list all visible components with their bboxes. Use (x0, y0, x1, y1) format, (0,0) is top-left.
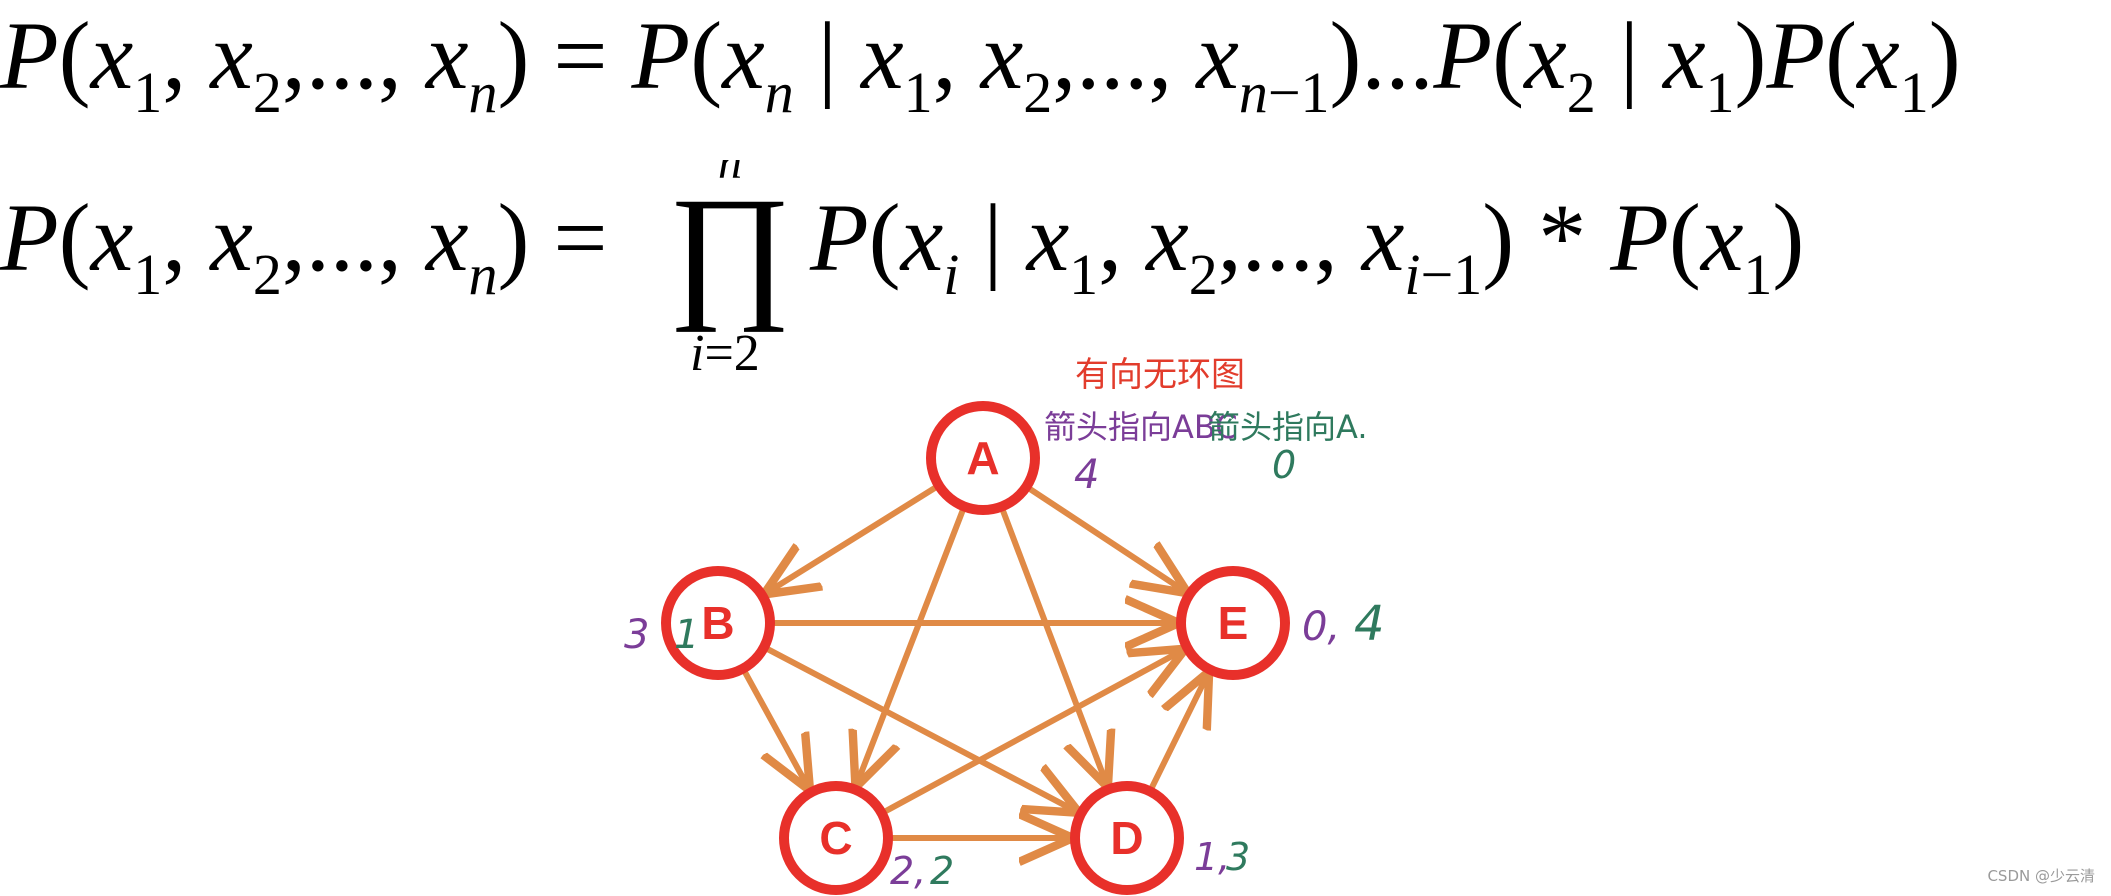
edges-layer (741, 484, 1207, 838)
node-c-in-count: 2, (890, 849, 926, 893)
node-c-out-count: 2 (930, 849, 954, 893)
edge-a-c (858, 507, 966, 782)
node-d-label: D (1110, 812, 1143, 864)
product-upper-limit: n (718, 160, 742, 189)
nodes-layer: A B C D E (661, 401, 1290, 895)
node-b-label: B (701, 597, 734, 649)
node-c-label: C (819, 812, 852, 864)
node-e-in-count: 0, (1302, 604, 1340, 650)
annotation-outgoing-label: 箭头指向A. (1208, 408, 1368, 446)
node-d-in-count: 1, (1194, 835, 1230, 879)
node-a-in-count: 4 (1074, 452, 1099, 498)
node-b-out-count: 1 (674, 612, 699, 658)
node-d-out-count: 3 (1226, 835, 1250, 879)
dag-title-annotation: 有向无环图 (1075, 355, 1245, 395)
edge-d-e (1148, 677, 1207, 791)
edge-a-e (1026, 485, 1183, 590)
node-b: B (661, 566, 775, 680)
edge-c-e (882, 652, 1180, 815)
node-c-circle (779, 781, 893, 895)
svg-text:P(xi | x1, x2,..., xi−1) * P(x: P(xi | x1, x2,..., xi−1) * P(x1) (809, 184, 1804, 307)
node-e-out-count: 4 (1354, 596, 1385, 652)
product-lower-limit: i=2 (690, 325, 760, 382)
node-c: C (779, 781, 893, 895)
edge-a-b (769, 484, 939, 592)
svg-text:P(x1, x2,..., xn) =: P(x1, x2,..., xn) = (0, 184, 608, 307)
edge-a-d (999, 507, 1106, 782)
watermark: CSDN @少云清 (1987, 867, 2095, 885)
formula-chain-rule: P(x1, x2,..., xn) = P(xn | x1, x2,..., x… (0, 0, 2111, 150)
edge-b-c (741, 669, 807, 785)
formula-product-rule: P(x1, x2,..., xn) = n ∏ i=2 P(xi | x1, x… (0, 160, 2111, 390)
product-symbol: ∏ (668, 167, 792, 333)
node-b-circle (661, 566, 775, 680)
annotation-incoming-label: 箭头指向ABC (1044, 408, 1238, 446)
node-d-circle (1070, 781, 1184, 895)
svg-text:P(x1, x2,..., xn) = P(xn | x1,: P(x1, x2,..., xn) = P(xn | x1, x2,..., x… (0, 2, 1961, 125)
formula-line-1: P(x1, x2,..., xn) = P(xn | x1, x2,..., x… (0, 2, 1961, 125)
node-a-label: A (966, 432, 999, 484)
node-a-out-count: 0 (1272, 443, 1296, 487)
node-a-circle (926, 401, 1040, 515)
edge-b-d (764, 646, 1074, 810)
node-e-circle (1176, 566, 1290, 680)
node-b-in-count: 3 (624, 612, 649, 658)
node-d: D (1070, 781, 1184, 895)
node-e-label: E (1218, 597, 1249, 649)
formula-line-2: P(x1, x2,..., xn) = n ∏ i=2 P(xi | x1, x… (0, 160, 1804, 382)
node-e: E (1176, 566, 1290, 680)
node-a: A (926, 401, 1040, 515)
